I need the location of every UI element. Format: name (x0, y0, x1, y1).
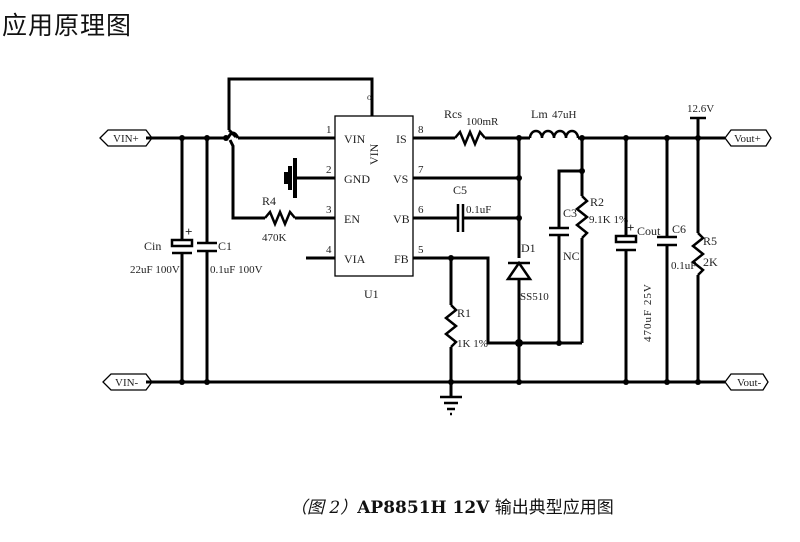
pin-6-name: VB (393, 212, 410, 226)
ic-u1-body (334, 115, 414, 277)
page-heading: 应用原理图 (2, 11, 133, 40)
resistor-r1 (443, 304, 459, 348)
svg-text:o: o (367, 92, 372, 102)
r5-value: 2K (703, 255, 718, 269)
capacitor-c1 (197, 135, 217, 385)
ic-vertical-label: VIN (367, 143, 381, 165)
ic-right-pins: 8 IS 7 VS 6 VB 5 FB (393, 124, 519, 266)
output-voltage-label: 12.6V (687, 103, 714, 115)
pin-8-number: 8 (418, 124, 424, 136)
pin-5-number: 5 (418, 244, 424, 256)
r2-ref: R2 (590, 195, 604, 209)
resistor-r2 (574, 195, 590, 239)
ground-symbol-pin2 (284, 158, 297, 198)
resistor-r4 (264, 208, 296, 228)
c6-value: 0.1uF (671, 260, 696, 272)
port-vin-minus: VIN- (102, 373, 153, 391)
pin-3-number: 3 (326, 204, 332, 216)
lm-ref: Lm (531, 107, 548, 121)
cin-ref: Cin (144, 239, 161, 253)
port-vout-minus-label: Vout- (737, 377, 762, 389)
svg-text:+: + (185, 224, 192, 239)
port-vout-minus: Vout- (724, 373, 769, 391)
c5-value: 0.1uF (466, 204, 491, 216)
figure-caption: （图 2）AP8851H 12V 输出典型应用图 (290, 493, 614, 518)
port-vin-plus: VIN+ (99, 129, 153, 147)
port-vout-plus-label: Vout+ (734, 133, 761, 145)
inductor-lm (528, 129, 580, 139)
pin-7-number: 7 (418, 164, 424, 176)
capacitor-c6 (657, 135, 677, 385)
pin-1-name: VIN (344, 132, 366, 146)
svg-text:+: + (627, 220, 634, 235)
cout-ref: Cout (637, 224, 661, 238)
caption-title-cn: 输出典型应用图 (494, 498, 614, 518)
c3-value: NC (563, 249, 580, 263)
pin-3-name: EN (344, 212, 360, 226)
ic-left-pins: 1 VIN 2 GND 3 EN 4 VIA (326, 124, 370, 266)
pin-5-name: FB (394, 252, 409, 266)
lm-value: 47uH (552, 109, 577, 121)
pin-4-name: VIA (344, 252, 366, 266)
resistor-r5 (690, 116, 706, 385)
r1-value: 1K 1% (457, 338, 488, 350)
pin-7-name: VS (393, 172, 408, 186)
pin-6-number: 6 (418, 204, 424, 216)
port-vin-minus-label: VIN- (115, 377, 139, 389)
feedback-wire (450, 256, 582, 345)
pin-1-number: 1 (326, 124, 332, 136)
pin-8-name: IS (396, 132, 407, 146)
port-vout-plus: Vout+ (724, 129, 772, 147)
vin-top-loop (227, 77, 374, 130)
cin-value: 22uF 100V (130, 264, 180, 276)
ic-ref: U1 (364, 287, 379, 301)
capacitor-cin: + (170, 135, 194, 385)
c6-ref: C6 (672, 222, 686, 236)
caption-title-en: AP8851H 12V (357, 498, 490, 518)
diode-d1 (505, 260, 533, 382)
capacitor-cout: + (614, 135, 638, 385)
c5-ref: C5 (453, 183, 467, 197)
capacitor-c3 (549, 226, 569, 237)
c1-value: 0.1uF 100V (210, 264, 263, 276)
c3-ref: C3 (563, 206, 577, 220)
en-branch-wire (228, 139, 265, 220)
d1-value: SS510 (520, 291, 549, 303)
resistor-rcs (454, 128, 486, 148)
r4-value: 470K (262, 232, 287, 244)
rcs-value: 100mR (466, 116, 499, 128)
c1-ref: C1 (218, 239, 232, 253)
r1-ref: R1 (457, 306, 471, 320)
d1-ref: D1 (521, 241, 536, 255)
r4-ref: R4 (262, 194, 276, 208)
pin-2-name: GND (344, 172, 370, 186)
pin-2-number: 2 (326, 164, 332, 176)
rcs-ref: Rcs (444, 107, 462, 121)
pin-4-number: 4 (326, 244, 332, 256)
port-vin-plus-label: VIN+ (113, 133, 139, 145)
cout-value: 470uF 25V (642, 283, 654, 342)
capacitor-c5 (456, 204, 465, 232)
ground-symbol-r1 (440, 395, 462, 416)
r5-ref: R5 (703, 234, 717, 248)
caption-figure-ref: （图 2） (290, 498, 358, 518)
r2-value: 9.1K 1% (589, 214, 628, 226)
